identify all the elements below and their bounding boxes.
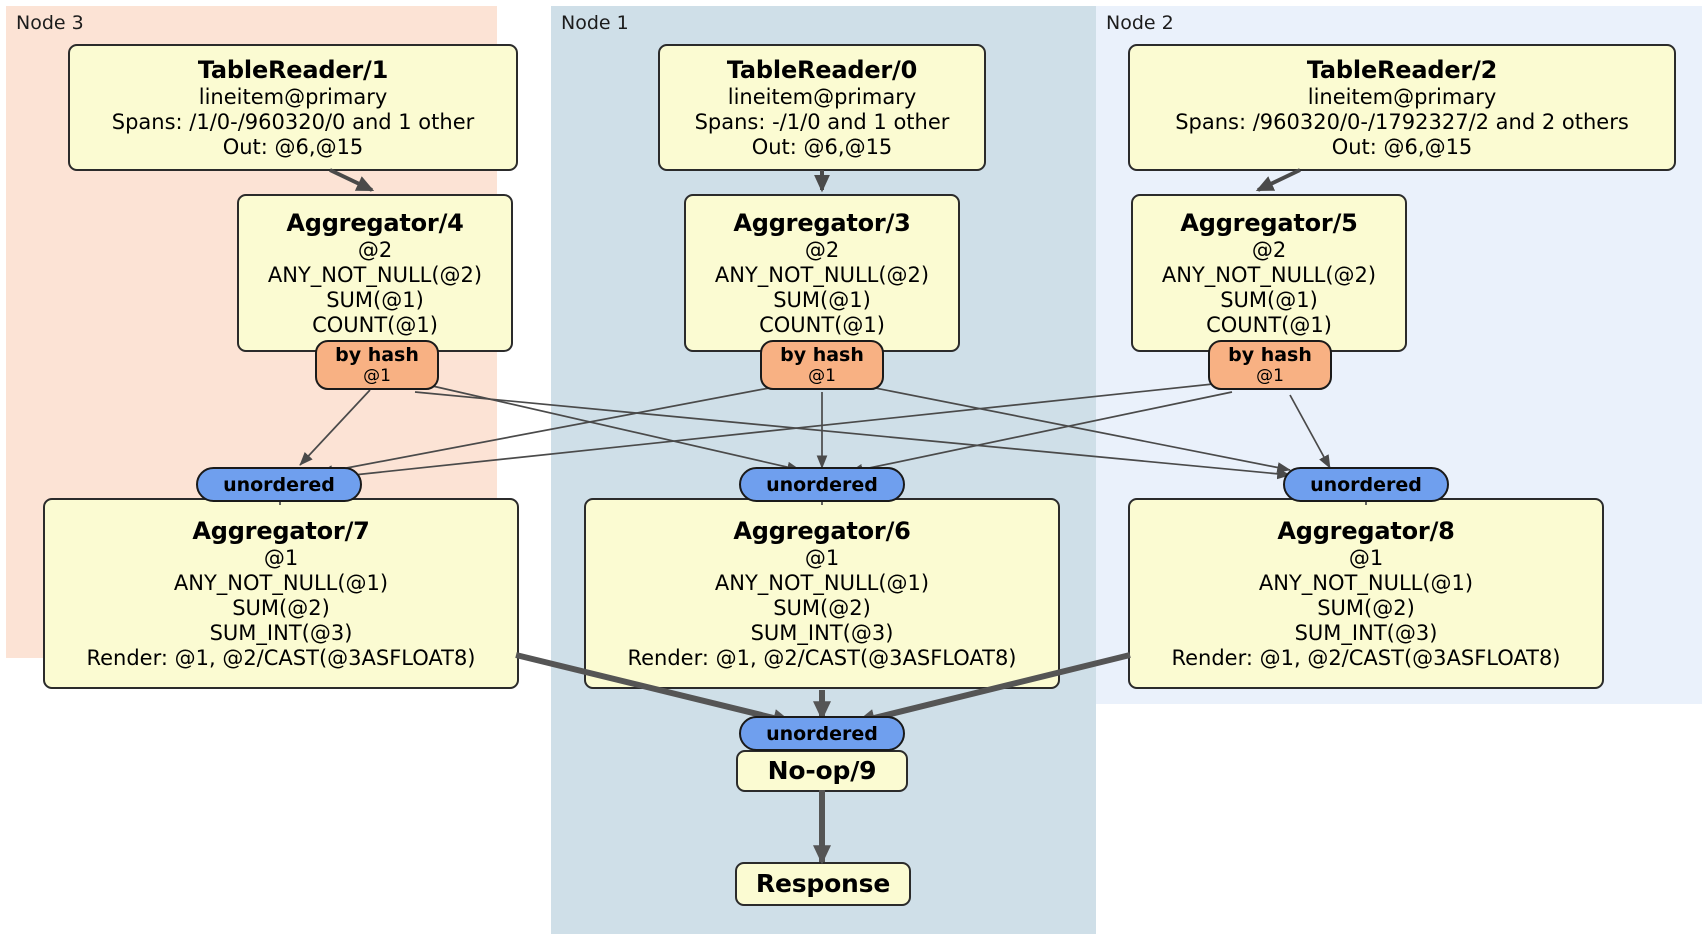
router-badge-hash-3[interactable]: by hash @1 <box>760 340 884 390</box>
processor-agg-fn: ANY_NOT_NULL(@1) <box>173 571 389 595</box>
receiver-type-label: unordered <box>766 722 878 745</box>
processor-title: Aggregator/5 <box>1180 209 1358 237</box>
router-type-label: by hash <box>335 344 419 366</box>
processor-aggregator-4[interactable]: Aggregator/4 @2 ANY_NOT_NULL(@2) SUM(@1)… <box>237 194 513 352</box>
processor-group-col: @1 <box>263 546 299 570</box>
processor-agg-fn: COUNT(@1) <box>312 313 438 337</box>
processor-spans: Spans: -/1/0 and 1 other <box>694 110 950 134</box>
router-badge-hash-5[interactable]: by hash @1 <box>1208 340 1332 390</box>
processor-out: Out: @6,@15 <box>222 135 364 159</box>
receiver-type-label: unordered <box>1310 473 1422 496</box>
processor-title: TableReader/1 <box>197 56 389 84</box>
processor-group-col: @1 <box>1348 546 1384 570</box>
processor-agg-fn: SUM(@2) <box>773 596 871 620</box>
processor-agg-fn: SUM(@1) <box>326 288 424 312</box>
node-panel-label-node2: Node 2 <box>1106 12 1174 34</box>
processor-agg-fn: ANY_NOT_NULL(@1) <box>714 571 930 595</box>
router-column-label: @1 <box>1256 366 1284 386</box>
processor-group-col: @2 <box>1251 238 1287 262</box>
processor-agg-fn: SUM_INT(@3) <box>209 621 353 645</box>
router-column-label: @1 <box>808 366 836 386</box>
node-panel-label-node1: Node 1 <box>561 12 629 34</box>
processor-render: Render: @1, @2/CAST(@3ASFLOAT8) <box>1171 646 1561 670</box>
processor-agg-fn: ANY_NOT_NULL(@1) <box>1258 571 1474 595</box>
processor-agg-fn: ANY_NOT_NULL(@2) <box>267 263 483 287</box>
processor-out: Out: @6,@15 <box>751 135 893 159</box>
processor-table: lineitem@primary <box>727 85 917 109</box>
processor-title: Aggregator/4 <box>286 209 464 237</box>
processor-no-op-9[interactable]: No-op/9 <box>736 750 908 792</box>
receiver-type-label: unordered <box>223 473 335 496</box>
router-column-label: @1 <box>363 366 391 386</box>
router-type-label: by hash <box>1228 344 1312 366</box>
processor-aggregator-6[interactable]: Aggregator/6 @1 ANY_NOT_NULL(@1) SUM(@2)… <box>584 498 1060 689</box>
processor-title: Aggregator/7 <box>192 517 370 545</box>
processor-aggregator-3[interactable]: Aggregator/3 @2 ANY_NOT_NULL(@2) SUM(@1)… <box>684 194 960 352</box>
processor-group-col: @2 <box>804 238 840 262</box>
processor-agg-fn: SUM_INT(@3) <box>750 621 894 645</box>
receiver-badge-unordered-6[interactable]: unordered <box>739 467 905 502</box>
router-badge-hash-4[interactable]: by hash @1 <box>315 340 439 390</box>
node-panel-label-node3: Node 3 <box>16 12 84 34</box>
processor-title: TableReader/0 <box>726 56 918 84</box>
router-type-label: by hash <box>780 344 864 366</box>
processor-render: Render: @1, @2/CAST(@3ASFLOAT8) <box>86 646 476 670</box>
processor-table: lineitem@primary <box>1307 85 1497 109</box>
receiver-type-label: unordered <box>766 473 878 496</box>
receiver-badge-unordered-8[interactable]: unordered <box>1283 467 1449 502</box>
processor-title: Aggregator/6 <box>733 517 911 545</box>
processor-agg-fn: SUM(@1) <box>1220 288 1318 312</box>
processor-title: Aggregator/8 <box>1277 517 1455 545</box>
processor-group-col: @2 <box>357 238 393 262</box>
processor-agg-fn: SUM(@1) <box>773 288 871 312</box>
processor-tablereader-1[interactable]: TableReader/1 lineitem@primary Spans: /1… <box>68 44 518 171</box>
processor-agg-fn: ANY_NOT_NULL(@2) <box>1161 263 1377 287</box>
processor-agg-fn: ANY_NOT_NULL(@2) <box>714 263 930 287</box>
processor-agg-fn: SUM(@2) <box>1317 596 1415 620</box>
processor-response[interactable]: Response <box>735 862 911 906</box>
processor-agg-fn: SUM_INT(@3) <box>1294 621 1438 645</box>
receiver-badge-unordered-final[interactable]: unordered <box>739 716 905 751</box>
processor-group-col: @1 <box>804 546 840 570</box>
processor-agg-fn: SUM(@2) <box>232 596 330 620</box>
processor-spans: Spans: /960320/0-/1792327/2 and 2 others <box>1175 110 1629 134</box>
processor-title: Aggregator/3 <box>733 209 911 237</box>
processor-spans: Spans: /1/0-/960320/0 and 1 other <box>111 110 475 134</box>
receiver-badge-unordered-7[interactable]: unordered <box>196 467 362 502</box>
processor-table: lineitem@primary <box>198 85 388 109</box>
processor-aggregator-5[interactable]: Aggregator/5 @2 ANY_NOT_NULL(@2) SUM(@1)… <box>1131 194 1407 352</box>
processor-render: Render: @1, @2/CAST(@3ASFLOAT8) <box>627 646 1017 670</box>
processor-agg-fn: COUNT(@1) <box>759 313 885 337</box>
processor-tablereader-2[interactable]: TableReader/2 lineitem@primary Spans: /9… <box>1128 44 1676 171</box>
processor-agg-fn: COUNT(@1) <box>1206 313 1332 337</box>
processor-title: No-op/9 <box>767 756 877 785</box>
processor-tablereader-0[interactable]: TableReader/0 lineitem@primary Spans: -/… <box>658 44 986 171</box>
processor-aggregator-7[interactable]: Aggregator/7 @1 ANY_NOT_NULL(@1) SUM(@2)… <box>43 498 519 689</box>
processor-aggregator-8[interactable]: Aggregator/8 @1 ANY_NOT_NULL(@1) SUM(@2)… <box>1128 498 1604 689</box>
processor-title: Response <box>755 869 891 898</box>
processor-out: Out: @6,@15 <box>1331 135 1473 159</box>
processor-title: TableReader/2 <box>1306 56 1498 84</box>
